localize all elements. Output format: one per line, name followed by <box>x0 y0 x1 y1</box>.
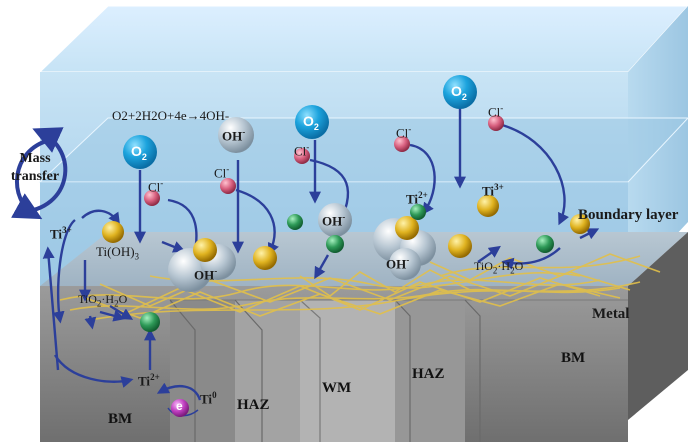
cl-label: Cl- <box>214 164 230 181</box>
ti-ion-green <box>410 204 426 220</box>
tio2-hydrate-label: TiO2·H2O <box>78 292 128 309</box>
ti-ion-gold <box>570 214 590 234</box>
boundary-layer-plane <box>38 117 690 183</box>
ti-ion-gold <box>253 246 277 270</box>
zone-label-haz-left: HAZ <box>237 397 270 413</box>
ti3-label: Ti3+ <box>482 182 504 199</box>
oh-label: OH- <box>194 266 218 283</box>
metal-right-face <box>628 232 688 420</box>
solution-top-face <box>38 5 690 73</box>
zone-divider-2 <box>235 300 300 442</box>
oh-label: OH- <box>322 212 346 229</box>
ti-ion-gold <box>102 221 124 243</box>
mass-transfer-loop <box>11 127 68 220</box>
oh-cluster-left <box>168 238 236 292</box>
zone-label-haz-right: HAZ <box>412 366 445 382</box>
ti-ion-gold <box>477 195 499 217</box>
cl-label: Cl- <box>294 142 310 159</box>
ti-ion-green <box>536 235 554 253</box>
o2-molecule <box>295 105 329 139</box>
ti-ion-green <box>326 235 344 253</box>
ti2-label: Ti2+ <box>406 190 428 207</box>
ti-ion-gold <box>448 234 472 258</box>
cathodic-reaction-equation: O2+2H2O+4e→4OH- <box>112 108 230 123</box>
ti-ion-green <box>287 214 303 230</box>
electron <box>171 399 189 417</box>
cl-label: Cl- <box>488 103 504 120</box>
passive-film-mesh <box>59 253 661 321</box>
cl-ion <box>144 190 160 206</box>
reaction-arrows <box>42 108 600 417</box>
ti3-label: Ti3+ <box>50 225 72 242</box>
oh-cluster-right <box>373 216 436 280</box>
o2-label: O2 <box>303 113 319 132</box>
o2-molecule <box>443 75 477 109</box>
zone-divider-1 <box>170 300 235 442</box>
electron-label: e <box>176 399 183 413</box>
o2-molecule <box>123 135 157 169</box>
zone-divider-3 <box>300 300 395 442</box>
zone-label-bm-right: BM <box>561 350 586 366</box>
cl-ion <box>394 136 410 152</box>
zone-label-bm-left: BM <box>108 411 133 427</box>
cl-label: Cl- <box>148 178 164 195</box>
o2-label: O2 <box>451 83 467 102</box>
o2-label: O2 <box>131 143 147 162</box>
boundary-layer-label: Boundary layer <box>578 207 679 223</box>
mass-transfer-label: Mass transfer <box>10 151 60 184</box>
tioh3-label: Ti(OH)3 <box>96 244 140 262</box>
cl-ion <box>488 115 504 131</box>
oh-ion <box>318 203 352 237</box>
ti0-label: Ti0 <box>200 390 217 407</box>
cl-label: Cl- <box>396 124 412 141</box>
cl-ion <box>220 178 236 194</box>
ti-ion-green <box>140 312 160 332</box>
zone-label-wm: WM <box>322 380 352 396</box>
oh-label: OH- <box>386 255 410 272</box>
tio2-hydrate-label: TiO2·H2O <box>474 259 524 276</box>
zone-divider-4 <box>395 300 465 442</box>
ti2-label: Ti2+ <box>138 372 160 389</box>
oh-label: OH- <box>222 127 246 144</box>
oh-ion <box>218 117 254 153</box>
metal-label: Metal <box>592 306 630 322</box>
cl-ion <box>294 148 310 164</box>
